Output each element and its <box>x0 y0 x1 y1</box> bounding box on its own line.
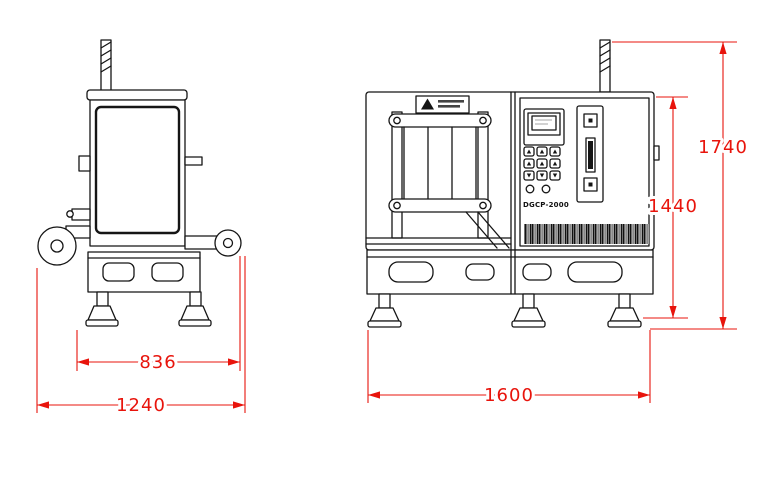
front-view: DGCP-2000 <box>365 39 660 328</box>
side-latch <box>653 145 660 161</box>
side-knob <box>71 208 91 221</box>
dim-label-836: 836 <box>139 352 176 373</box>
handwheel <box>37 225 91 266</box>
roller-frame <box>365 111 512 249</box>
keypad <box>523 146 561 194</box>
label-text-line <box>438 100 464 103</box>
top-roller <box>388 113 492 128</box>
cabinet-divider <box>510 91 516 251</box>
access-door <box>576 105 604 203</box>
base-slot <box>522 263 552 281</box>
dim-label-1740: 1740 <box>698 137 748 158</box>
dimension-body-height: 1440 <box>643 96 700 319</box>
dimension-side-overall-width: 1240 <box>36 256 246 419</box>
thread-hatch <box>599 41 611 73</box>
control-cabinet: DGCP-2000 <box>519 97 660 247</box>
front-base <box>366 249 654 295</box>
thread-hatch <box>100 41 112 73</box>
warning-triangle-icon <box>421 98 434 110</box>
dimension-overall-height: 1740 <box>612 41 750 330</box>
display-screen <box>523 108 565 146</box>
round-button <box>525 184 535 194</box>
side-bar <box>184 156 203 166</box>
dimension-annotations: 836 1240 1600 1440 1740 <box>36 41 750 419</box>
dim-label-1600: 1600 <box>484 385 534 406</box>
base-slot <box>567 261 623 283</box>
base-slot <box>465 263 495 281</box>
base-slot <box>388 261 434 283</box>
base-slot <box>151 262 184 282</box>
front-feet <box>367 293 642 328</box>
side-knob-tip <box>66 210 74 218</box>
side-base <box>87 251 201 293</box>
side-antenna <box>100 39 112 93</box>
model-label: DGCP-2000 <box>523 201 569 209</box>
bottom-roller <box>388 198 492 213</box>
label-text-line <box>438 105 460 108</box>
side-top-cap <box>86 89 188 101</box>
dim-label-1440: 1440 <box>648 196 698 217</box>
chute <box>465 211 510 249</box>
round-button <box>541 184 551 194</box>
side-arm-roller <box>184 229 242 257</box>
side-feet <box>85 291 212 327</box>
side-view <box>37 39 242 327</box>
hinge-block <box>78 155 91 172</box>
dimension-front-width: 1600 <box>367 330 651 409</box>
dim-label-1240: 1240 <box>116 395 166 416</box>
side-door-panel <box>94 105 181 235</box>
vent-stripes <box>524 224 649 244</box>
front-antenna <box>599 39 611 93</box>
base-slot <box>102 262 135 282</box>
warning-label <box>415 95 470 114</box>
dimension-side-feet-width: 836 <box>76 256 241 376</box>
